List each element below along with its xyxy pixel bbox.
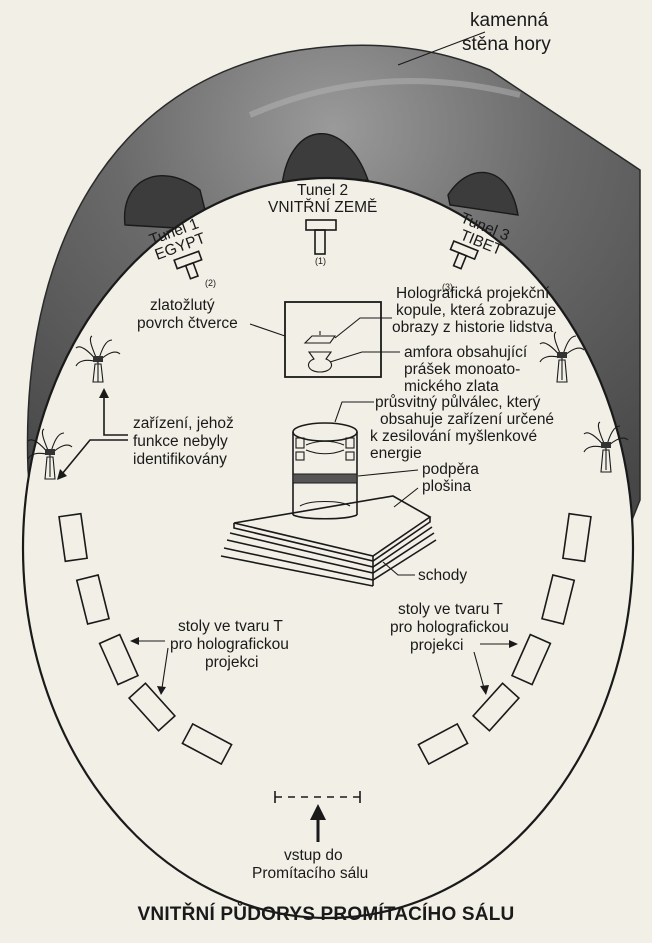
tables-right: [417, 512, 592, 766]
cylinder-label-line1: průsvitný půlválec, který: [375, 394, 541, 411]
tables-right-label-line3: projekci: [410, 637, 463, 654]
holo-label-line3: obrazy z historie lidstva: [392, 319, 553, 336]
tables-left-label-line3: projekci: [205, 654, 258, 671]
table: [562, 512, 592, 563]
device-palm-lower-right: [583, 421, 629, 473]
tunnel-2-opening: [281, 133, 369, 186]
square-label-line2: povrch čtverce: [137, 315, 238, 332]
mountain-label-line1: kamenná: [470, 10, 549, 31]
hall-floor: [21, 176, 635, 920]
devices-leader-down: [61, 439, 128, 475]
amphora: [307, 351, 333, 373]
stairs-leader: [382, 561, 415, 576]
device-palm-lower-left: [27, 428, 73, 480]
platform-with-stairs: [220, 495, 437, 587]
amphora-leader: [329, 351, 400, 363]
tunnel-2-mark: (1): [315, 256, 326, 266]
square-leader: [249, 323, 286, 337]
table: [75, 574, 110, 625]
cylinder-label-line2: obsahuje zařízení určené: [380, 411, 554, 428]
tables-right-label-line1: stoly ve tvaru T: [398, 601, 503, 618]
table: [510, 633, 552, 686]
platform-leader: [393, 487, 419, 508]
mountain-label-line2: stěna hory: [462, 34, 551, 55]
tunnel-1-mark: (2): [205, 278, 216, 288]
amphora-label-line1: amfora obsahující: [404, 344, 528, 361]
tunnel-3-mark: (3): [442, 282, 453, 292]
holo-dome: [303, 335, 337, 344]
entrance-label-line1: vstup do: [284, 847, 343, 864]
device-palm-upper-right: [539, 331, 585, 383]
tunnel-2-place: VNITŘNÍ ZEMĚ: [268, 199, 377, 216]
holo-label-line2: kopule, která zobrazuje: [396, 302, 556, 319]
cylinder-leader: [334, 401, 374, 423]
square-label-line1: zlatožlutý: [150, 297, 215, 314]
devices-leader-up: [103, 396, 128, 436]
tunnel-3: Tunel 3 TIBET: [449, 210, 512, 270]
entrance-label-line2: Promítacího sálu: [252, 865, 368, 882]
devices-label-line2: funkce nebyly: [133, 433, 228, 450]
amphora-label-line3: mického zlata: [404, 378, 499, 395]
platform-label: plošina: [422, 478, 471, 495]
tunnel-1-opening: [123, 175, 211, 231]
tables-right-label-line2: pro holografickou: [390, 619, 509, 636]
table: [417, 722, 469, 766]
devices-label-line3: identifikovány: [133, 451, 227, 468]
support-leader: [357, 469, 419, 477]
tunnel-3-opening: [447, 171, 519, 216]
support-band: [292, 473, 358, 484]
table: [127, 682, 177, 732]
mountain-leader: [397, 31, 486, 66]
translucent-cylinder: [292, 422, 358, 520]
table: [541, 574, 576, 625]
cylinder-label-line4: energie: [370, 445, 422, 462]
table: [98, 633, 140, 686]
amphora-label-line2: prášek monoato-: [404, 361, 520, 378]
holo-label-line1: Holografická projekční: [396, 285, 550, 302]
device-palm-upper-left: [75, 335, 121, 383]
support-label: podpěra: [422, 461, 479, 478]
tables-left-label-line2: pro holografickou: [170, 636, 289, 653]
table: [58, 512, 88, 563]
tunnel-2-name: Tunel 2: [297, 182, 348, 199]
figure-caption: VNITŘNÍ PŮDORYS PROMÍTACÍHO SÁLU: [137, 904, 515, 925]
tables-left: [58, 512, 233, 766]
cylinder-label-line3: k zesilování myšlenkové: [370, 428, 537, 445]
holo-leader: [334, 317, 392, 339]
rock-highlight: [248, 78, 521, 118]
golden-square: [284, 301, 382, 378]
devices-label-line1: zařízení, jehož: [133, 415, 234, 432]
table: [181, 722, 233, 766]
stairs-label: schody: [418, 567, 467, 584]
table: [471, 682, 521, 732]
tables-left-label-line1: stoly ve tvaru T: [178, 618, 283, 635]
